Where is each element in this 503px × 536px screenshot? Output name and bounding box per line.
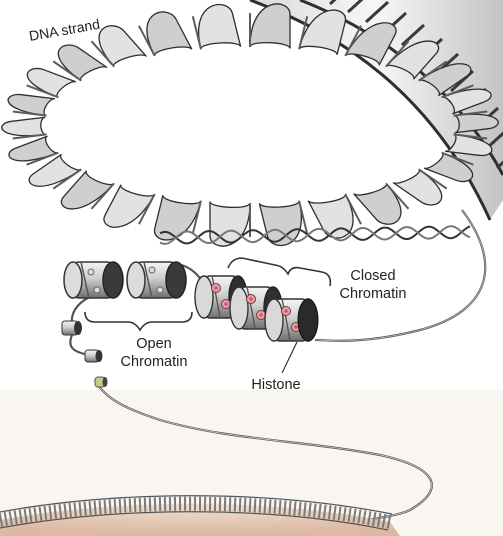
- open-chromatin-bracket: [85, 312, 192, 330]
- histone-mark-icon: [222, 300, 231, 309]
- nucleosome-icon: [127, 262, 186, 298]
- histone-mark-icon: [257, 311, 266, 320]
- double-helix-icon: [160, 226, 470, 244]
- nucleosome-icon: [85, 350, 103, 362]
- histone-pointer-line: [282, 342, 297, 373]
- nucleosome-icon: [62, 321, 82, 335]
- histone-label: Histone: [251, 377, 300, 393]
- coil-turn: [104, 185, 155, 228]
- coil-turn: [147, 12, 192, 56]
- open-chromatin-label-line1: Open: [136, 336, 171, 352]
- coil-turn: [9, 136, 58, 161]
- nucleosome-icon: [95, 377, 108, 387]
- histone-mark-icon: [212, 284, 221, 293]
- coil-turn: [2, 117, 47, 136]
- closed-chromatin-label-line2: Chromatin: [340, 286, 407, 302]
- coil-turn: [199, 5, 241, 50]
- coil-turn: [354, 183, 401, 224]
- coil-turn: [250, 4, 290, 49]
- closed-chromatin-nucleosomes: [195, 276, 318, 341]
- histone-mark-icon: [247, 295, 256, 304]
- open-chromatin-label-line2: Chromatin: [121, 354, 188, 370]
- dna-strand-label: DNA strand: [28, 16, 101, 44]
- closed-chromatin-label-line1: Closed: [350, 268, 395, 284]
- coil-turn: [308, 194, 353, 238]
- nucleosome-cap: [298, 299, 318, 341]
- nucleosome-icon: [64, 262, 123, 298]
- coil-turn: [99, 26, 146, 67]
- histone-mark-icon: [282, 307, 291, 316]
